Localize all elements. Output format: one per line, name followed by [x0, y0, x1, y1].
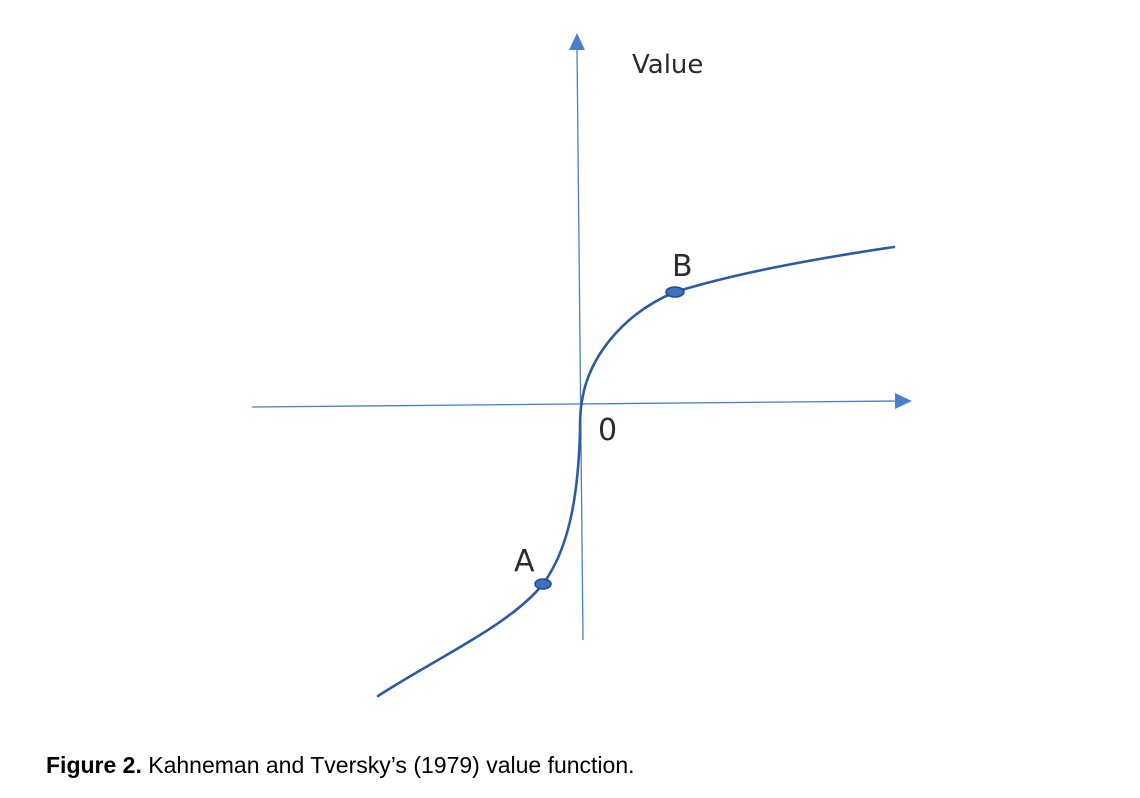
- value-axis-arrowhead: [569, 33, 585, 50]
- value-axis-label: Value: [632, 50, 703, 80]
- value-function-curve: [376, 245, 896, 698]
- figure-caption: Figure 2. Kahneman and Tversky’s (1979) …: [46, 752, 635, 779]
- point-a-label: A: [514, 544, 535, 579]
- point-b-marker: [665, 286, 685, 298]
- horizontal-axis: [251, 400, 897, 408]
- figure-caption-text: Kahneman and Tversky’s (1979) value func…: [148, 752, 635, 778]
- value-axis: [576, 47, 584, 641]
- point-a-marker: [534, 578, 552, 590]
- point-b-label: B: [672, 249, 693, 284]
- origin-label: 0: [598, 413, 617, 448]
- horizontal-axis-arrowhead: [895, 393, 912, 409]
- figure-caption-label: Figure 2.: [46, 752, 142, 778]
